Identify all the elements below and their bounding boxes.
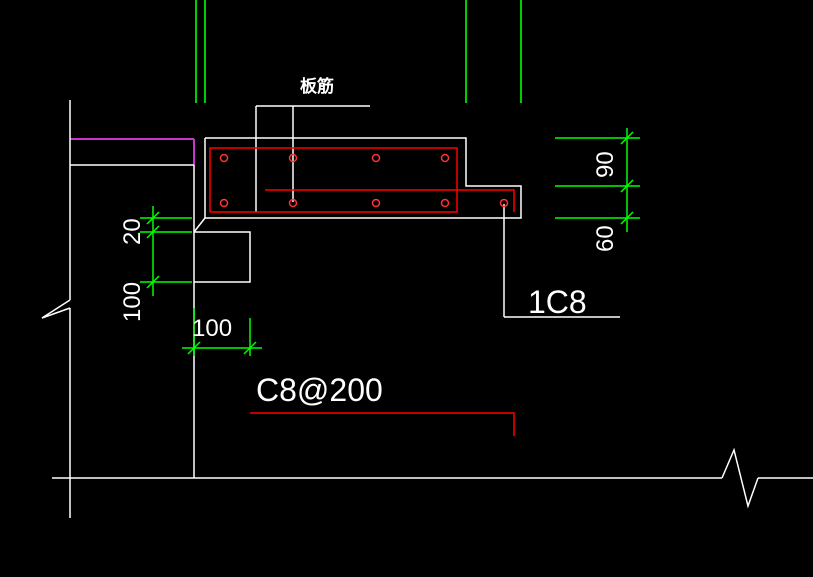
- beam-outline: [193, 137, 522, 283]
- rebar-dot: [219, 153, 229, 163]
- rebar-dot: [288, 198, 298, 208]
- dimension-60: 60: [592, 225, 619, 252]
- dimension-right: [555, 128, 640, 232]
- rebar-dot: [499, 198, 509, 208]
- slab-rebar-label: 板筋: [300, 76, 334, 97]
- dimension-90: 90: [592, 151, 619, 178]
- rebar-dot: [371, 198, 381, 208]
- rebar-dot: [440, 153, 450, 163]
- rebar-dot: [371, 153, 381, 163]
- slab-edge: [70, 138, 195, 165]
- dimension-left-vertical: [140, 206, 192, 296]
- bar-1c8-label: 1C8: [528, 284, 587, 320]
- stirrup-line: [250, 412, 515, 436]
- wall-outline: [41, 100, 195, 518]
- stirrup-label: C8@200: [256, 372, 383, 408]
- slab-rebar-leader: [255, 105, 370, 212]
- rebar-dot: [440, 198, 450, 208]
- rebar-dot: [219, 198, 229, 208]
- ground-line: [52, 447, 813, 509]
- rebar-cage: [209, 147, 515, 213]
- dimension-100-horizontal: 100: [192, 315, 232, 342]
- dimension-100-vertical: 100: [119, 282, 146, 322]
- bar-1c8-leader: [503, 204, 620, 318]
- column-lines: [195, 0, 522, 103]
- rebar-dot: [288, 153, 298, 163]
- dimension-20: 20: [119, 218, 146, 245]
- rebar-bars: [219, 153, 509, 208]
- dimension-bottom-horizontal: [182, 308, 262, 356]
